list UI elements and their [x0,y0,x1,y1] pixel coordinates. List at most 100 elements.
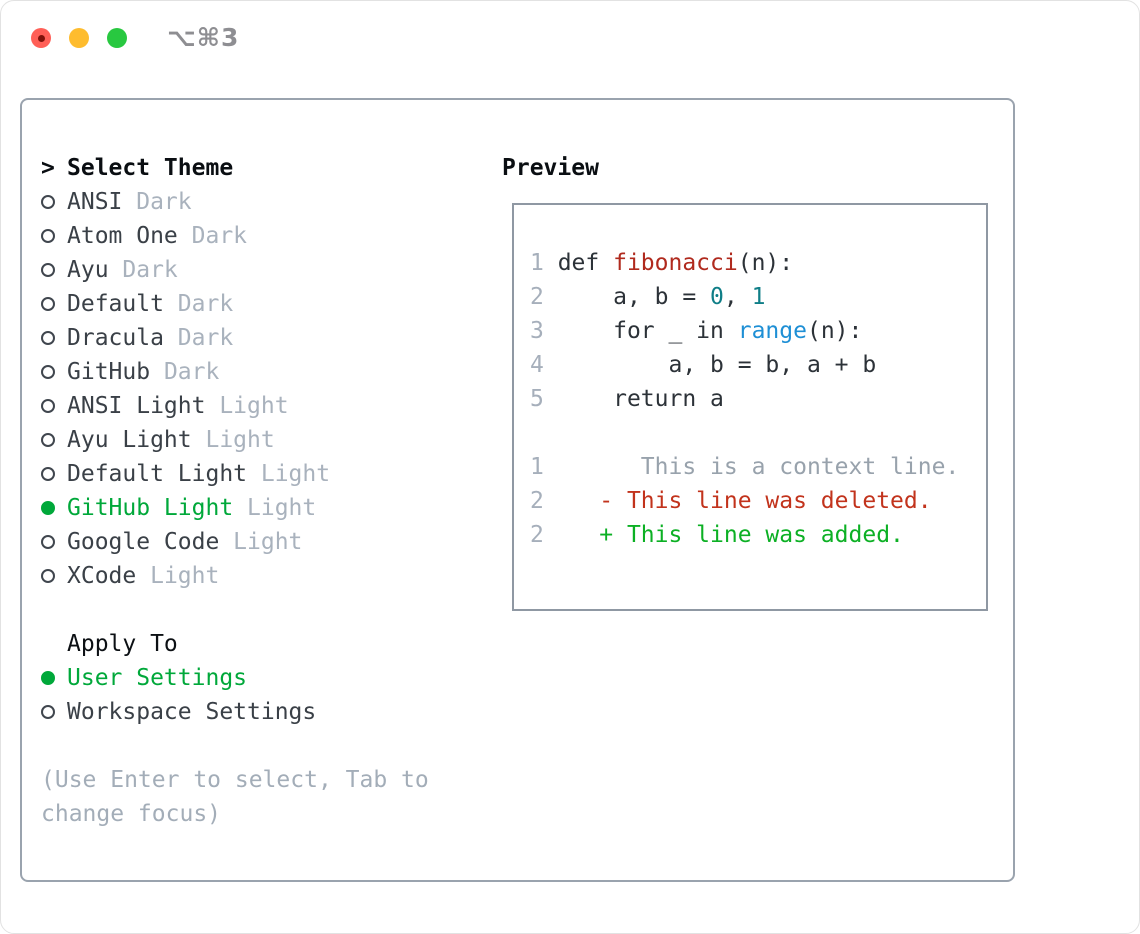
radio-unselected-icon [41,705,55,719]
radio-selected-icon [41,671,55,685]
radio-unselected-icon [41,399,55,413]
radio-marker [41,433,67,447]
theme-option[interactable]: Ayu Light Light [41,423,471,457]
theme-option[interactable]: Dracula Dark [41,321,471,355]
close-button[interactable] [31,28,51,48]
theme-variant-badge: Light [260,461,331,487]
radio-marker [41,535,67,549]
window-title: ⌥⌘3 [167,23,240,52]
radio-marker [41,331,67,345]
code-segment: 3 [530,318,558,344]
code-segment: 4 [530,352,558,378]
select-theme-title: Select Theme [67,155,234,181]
theme-option[interactable]: Atom One Dark [41,219,471,253]
radio-unselected-icon [41,331,55,345]
theme-variant-badge: Light [247,495,317,521]
code-segment: 0 [710,284,724,310]
code-segment: def [557,250,614,276]
theme-option[interactable]: GitHub Light Light [41,491,471,525]
code-segment: fibonacci [613,250,738,276]
radio-unselected-icon [41,263,55,277]
apply-to-label: Workspace Settings [67,699,317,725]
code-line: 1 This is a context line. [530,450,986,484]
cursor-caret-icon: > [41,155,55,181]
radio-marker [41,263,67,277]
theme-name: GitHub Light [67,495,234,521]
apply-to-option[interactable]: User Settings [41,661,471,695]
theme-name: XCode [67,563,137,589]
theme-option[interactable]: Google Code Light [41,525,471,559]
code-segment: range [737,318,807,344]
code-segment: 1 [751,284,766,310]
radio-marker [41,365,67,379]
traffic-lights [31,28,127,48]
radio-unselected-icon [41,297,55,311]
apply-to-label: User Settings [67,665,248,691]
theme-name: Atom One [67,223,178,249]
spacer [41,729,471,763]
minimize-button[interactable] [69,28,89,48]
apply-to-option[interactable]: Workspace Settings [41,695,471,729]
radio-marker [41,297,67,311]
theme-name: Dracula [67,325,164,351]
radio-marker [41,671,67,685]
radio-unselected-icon [41,365,55,379]
code-segment: for _ in [557,318,738,344]
code-segment: return a [557,386,724,412]
theme-variant-badge: Dark [191,223,248,249]
code-line: 3 for _ in range(n): [530,314,986,348]
theme-variant-badge: Light [150,563,220,589]
code-segment: 2 [530,488,558,514]
code-line: 2 - This line was deleted. [530,484,986,518]
code-segment: + This line was added. [557,522,904,548]
radio-selected-icon [41,501,55,515]
code-segment: This is a context line. [557,454,960,480]
code-line [530,416,986,450]
code-line: 2 a, b = 0, 1 [530,280,986,314]
theme-variant-badge: Dark [163,359,220,385]
radio-marker [41,399,67,413]
theme-variant-badge: Light [205,427,275,453]
code-line: 1 def fibonacci(n): [530,246,986,280]
keyboard-hint: (Use Enter to select, Tab to change focu… [41,767,429,827]
theme-variant-badge: Dark [136,189,192,215]
theme-variant-badge: Dark [122,257,178,283]
radio-marker [41,229,67,243]
unsaved-changes-dot-icon [37,34,45,42]
code-segment: 2 [530,284,558,310]
code-segment: 2 [530,522,558,548]
theme-name: Default [67,291,164,317]
theme-variant-badge: Dark [177,325,234,351]
theme-option[interactable]: XCode Light [41,559,471,593]
zoom-button[interactable] [107,28,127,48]
code-segment: (n): [737,250,794,276]
theme-option[interactable]: Default Light Light [41,457,471,491]
radio-unselected-icon [41,535,55,549]
theme-variant-badge: Light [233,529,303,555]
radio-marker [41,467,67,481]
spacer [41,593,471,627]
theme-name: Google Code [67,529,220,555]
radio-unselected-icon [41,467,55,481]
radio-unselected-icon [41,229,55,243]
theme-name: Default Light [67,461,248,487]
preview-title: Preview [502,155,599,181]
code-segment: 1 [530,250,558,276]
theme-name: GitHub [67,359,151,385]
theme-name: Ayu Light [67,427,192,453]
radio-marker [41,569,67,583]
theme-option[interactable]: GitHub Dark [41,355,471,389]
code-segment: 1 [530,454,558,480]
radio-unselected-icon [41,195,55,209]
code-segment: 5 [530,386,558,412]
